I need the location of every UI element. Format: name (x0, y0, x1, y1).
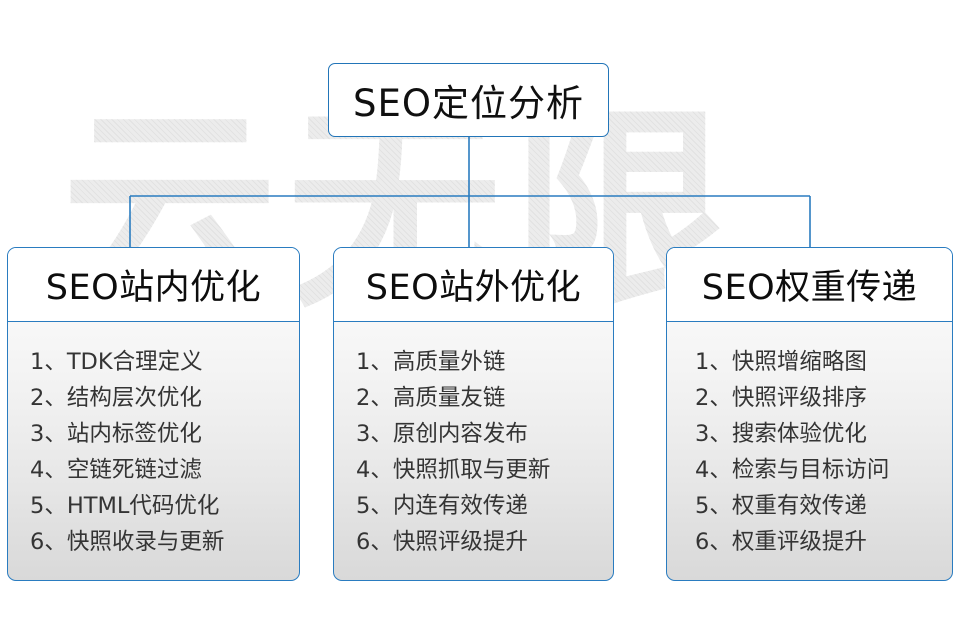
column-header-label: SEO站外优化 (365, 268, 582, 308)
list-item: 3、搜索体验优化 (695, 421, 867, 447)
column-header: SEO站内优化 (8, 248, 299, 322)
column-seo-offsite[interactable]: SEO站外优化 1、高质量外链 2、高质量友链 3、原创内容发布 4、快照抓取与… (333, 247, 614, 581)
list-item: 6、快照收录与更新 (30, 529, 225, 555)
column-seo-onsite[interactable]: SEO站内优化 1、TDK合理定义 2、结构层次优化 3、站内标签优化 4、空链… (7, 247, 300, 581)
list-item: 2、高质量友链 (356, 385, 506, 411)
list-item: 5、权重有效传递 (695, 493, 867, 519)
column-body: 1、高质量外链 2、高质量友链 3、原创内容发布 4、快照抓取与更新 5、内连有… (334, 322, 613, 560)
column-list: 1、高质量外链 2、高质量友链 3、原创内容发布 4、快照抓取与更新 5、内连有… (334, 344, 613, 560)
list-item: 1、高质量外链 (356, 349, 506, 375)
list-item: 3、站内标签优化 (30, 421, 202, 447)
list-item: 1、快照增缩略图 (695, 349, 867, 375)
list-item: 5、内连有效传递 (356, 493, 528, 519)
root-node[interactable]: SEO定位分析 (328, 63, 609, 137)
list-item: 1、TDK合理定义 (30, 349, 203, 375)
root-node-label: SEO定位分析 (353, 82, 584, 125)
list-item: 2、结构层次优化 (30, 385, 202, 411)
list-item: 4、快照抓取与更新 (356, 457, 551, 483)
column-header-label: SEO权重传递 (701, 268, 918, 308)
list-item: 2、快照评级排序 (695, 385, 867, 411)
list-item: 6、权重评级提升 (695, 529, 867, 555)
list-item: 5、HTML代码优化 (30, 493, 220, 519)
column-list: 1、快照增缩略图 2、快照评级排序 3、搜索体验优化 4、检索与目标访问 5、权… (667, 344, 952, 560)
column-seo-weight-transfer[interactable]: SEO权重传递 1、快照增缩略图 2、快照评级排序 3、搜索体验优化 4、检索与… (666, 247, 953, 581)
column-header: SEO权重传递 (667, 248, 952, 322)
column-header: SEO站外优化 (334, 248, 613, 322)
column-list: 1、TDK合理定义 2、结构层次优化 3、站内标签优化 4、空链死链过滤 5、H… (8, 344, 299, 560)
column-body: 1、快照增缩略图 2、快照评级排序 3、搜索体验优化 4、检索与目标访问 5、权… (667, 322, 952, 560)
column-header-label: SEO站内优化 (45, 268, 262, 308)
list-item: 4、空链死链过滤 (30, 457, 202, 483)
column-group: SEO站内优化 1、TDK合理定义 2、结构层次优化 3、站内标签优化 4、空链… (0, 247, 960, 581)
list-item: 3、原创内容发布 (356, 421, 528, 447)
list-item: 4、检索与目标访问 (695, 457, 890, 483)
column-body: 1、TDK合理定义 2、结构层次优化 3、站内标签优化 4、空链死链过滤 5、H… (8, 322, 299, 560)
list-item: 6、快照评级提升 (356, 529, 528, 555)
